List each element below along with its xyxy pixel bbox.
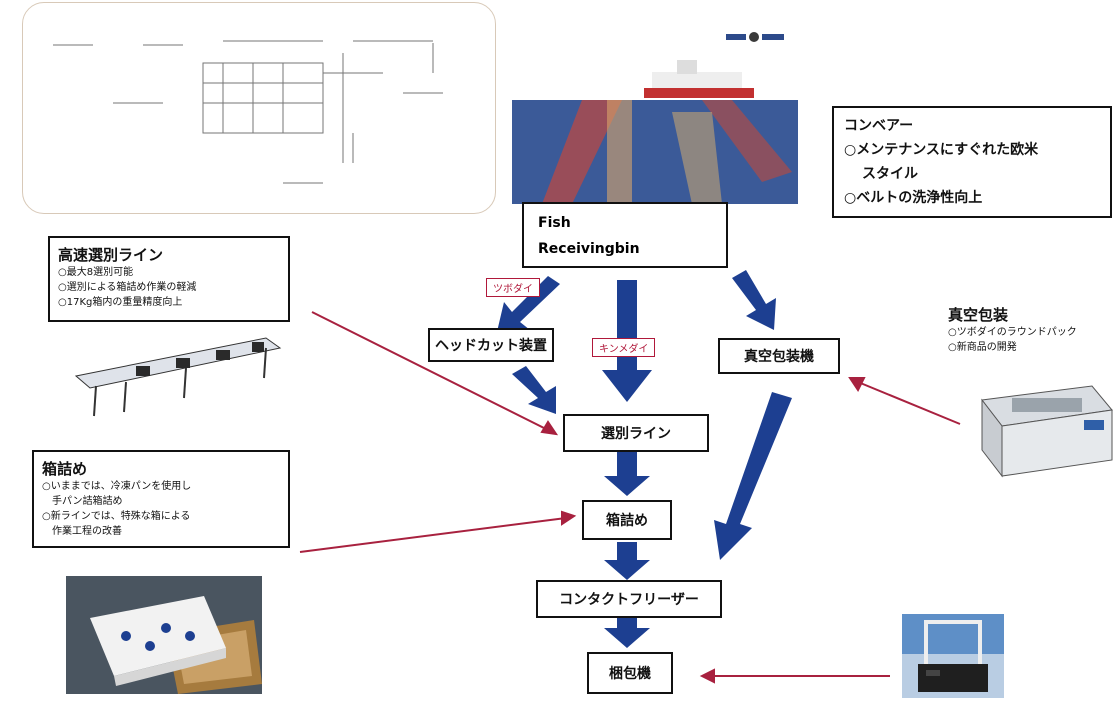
conveyor-info-box: コンベアー ○メンテナンスにすぐれた欧米 スタイル ○ベルトの洗浄性向上 [832, 106, 1112, 218]
sorting-line-node: 選別ライン [563, 414, 709, 452]
sorting-info-line: ○17Kg箱内の重量精度向上 [58, 297, 183, 308]
arrow-bin-to-headcut [496, 276, 560, 336]
conveyor-line: ○メンテナンスにすぐれた欧米 [844, 142, 1039, 158]
sorting-info-box: 高速選別ライン ○最大8選別可能 ○選別による箱詰め作業の軽減 ○17Kg箱内の… [48, 236, 290, 322]
arrow-headcut-to-sorting [512, 366, 556, 414]
vacuum-packing-machine-node: 真空包装機 [718, 338, 840, 374]
connector-sorting-info [311, 311, 549, 431]
sorting-info-line: ○選別による箱詰め作業の軽減 [58, 282, 197, 293]
ship-layout-drawing [22, 2, 496, 214]
vacuum-machine-photo [981, 385, 1113, 478]
conveyor-line: スタイル [862, 166, 918, 182]
contact-freezer-node: コンタクトフリーザー [536, 580, 722, 618]
tsubodai-tag: ツボダイ [486, 278, 540, 297]
arrow-boxing-to-freezer [604, 542, 650, 580]
sonar-vessel-image [512, 52, 798, 204]
head-cut-device-node: ヘッドカット装置 [428, 328, 554, 362]
fish-bin-label-line2: Receivingbin [538, 241, 640, 257]
boxing-info-title: 箱詰め [42, 460, 88, 478]
ship-plan-lines [53, 40, 443, 184]
conveyor-title: コンベアー [844, 118, 914, 134]
fish-bin-label-line1: Fish [538, 215, 571, 231]
fish-receiving-bin-node: Fish Receivingbin [522, 202, 728, 268]
boxing-node: 箱詰め [582, 500, 672, 540]
vacuum-info-line: ○ツボダイのラウンドパック [948, 327, 1077, 338]
boxing-info-line: 手パン詰箱詰め [42, 496, 123, 507]
sorting-info-title: 高速選別ライン [58, 246, 164, 264]
conveyor-line: ○ベルトの洗浄性向上 [844, 190, 983, 206]
boxing-info-line: ○いままでは、冷凍パンを使用し [42, 481, 192, 492]
vacuum-info-title: 真空包装 [948, 306, 1009, 324]
arrow-sorting-to-boxing [604, 452, 650, 496]
boxing-info-box: 箱詰め ○いままでは、冷凍パンを使用し 手パン詰箱詰め ○新ラインでは、特殊な箱… [32, 450, 290, 548]
styrofoam-box-photo [66, 576, 262, 694]
packing-machine-photo [902, 614, 1004, 698]
arrow-freezer-to-packing [604, 616, 650, 648]
vacuum-info-line: ○新商品の開発 [948, 342, 1017, 353]
arrow-vacuum-to-freezer [714, 392, 792, 560]
sorting-info-line: ○最大8選別可能 [58, 267, 134, 278]
connector-boxing-info [299, 517, 567, 553]
sorting-machine-image [74, 337, 282, 417]
packing-machine-node: 梱包機 [587, 652, 673, 694]
arrow-bin-to-vacuum [732, 270, 776, 330]
boxing-info-line: ○新ラインでは、特殊な箱による [42, 511, 191, 522]
boxing-info-line: 作業工程の改善 [42, 526, 122, 537]
vacuum-info: 真空包装 ○ツボダイのラウンドパック ○新商品の開発 [948, 304, 1098, 355]
connector-vacuum-photo [857, 381, 961, 425]
kinmedai-tag: キンメダイ [592, 338, 656, 357]
satellite-icon [726, 32, 784, 42]
